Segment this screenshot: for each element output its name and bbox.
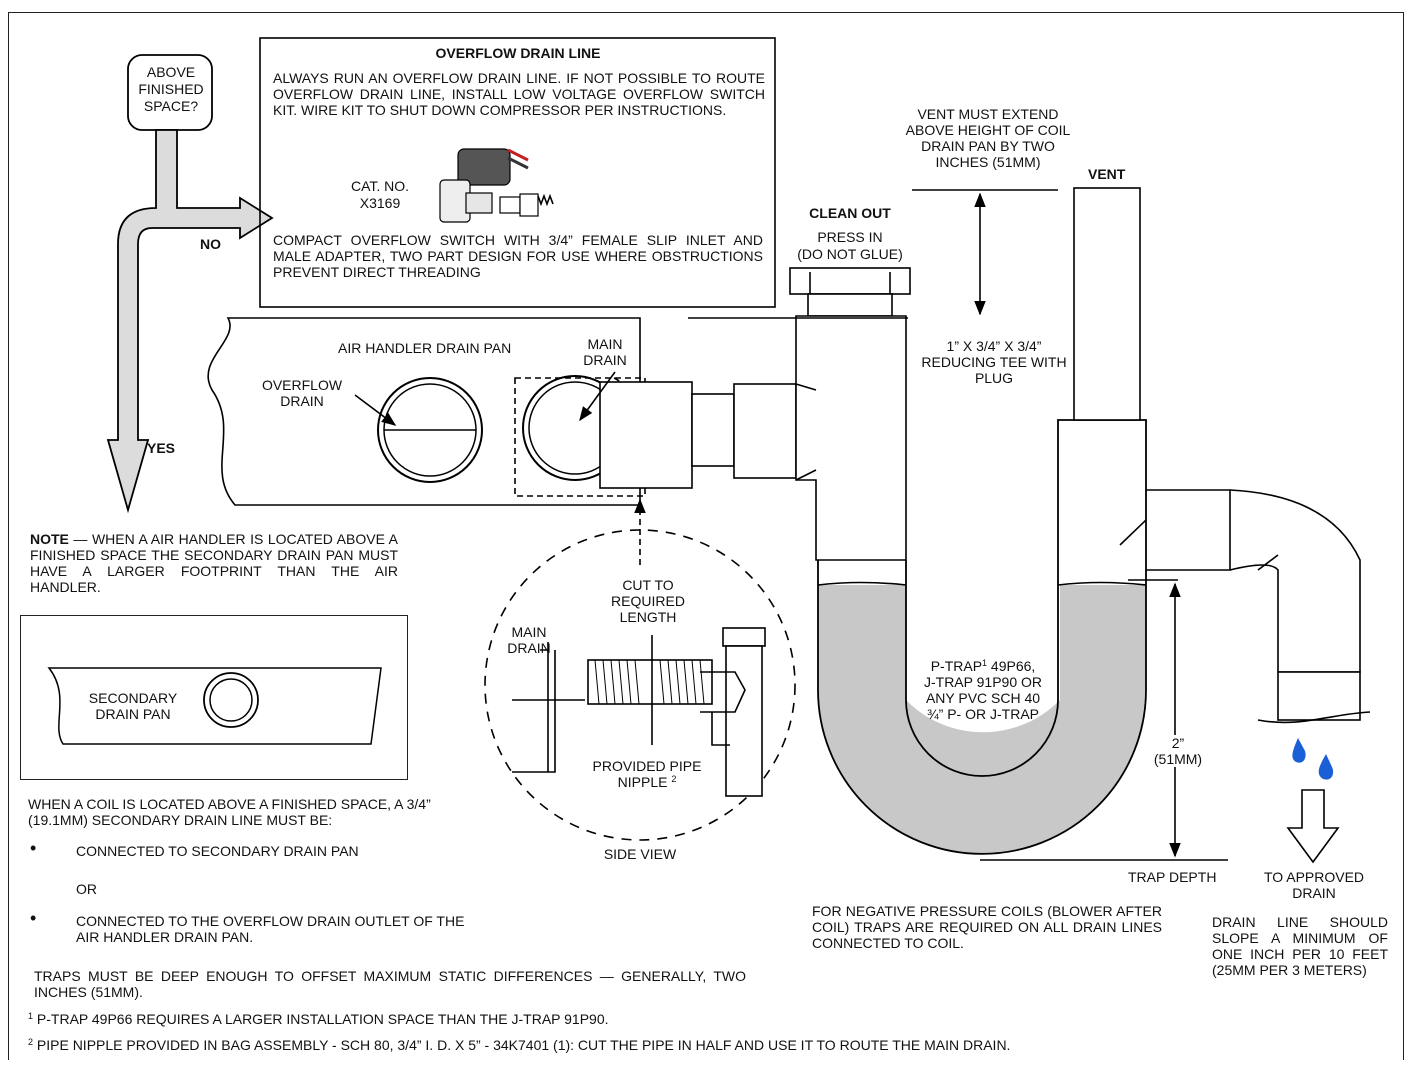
p-trap-label: P-TRAP1 49P66, J-TRAP 91P90 OR ANY PVC S… [923,658,1042,722]
vent-label: VENT [1088,166,1126,182]
two-inch-label: 2” (51MM) [1146,735,1210,767]
water-drop-1 [1292,738,1306,763]
main-drain-label: MAIN DRAIN [583,336,627,368]
outlet-elbow [1146,489,1231,571]
clean-out-label: CLEAN OUT [809,205,891,221]
reducing-tee [795,315,907,561]
reducing-tee-label: 1” X 3/4” X 3/4” REDUCING TEE WITH PLUG [921,338,1067,386]
water-drop-2 [1318,754,1334,780]
provided-nipple-label: PROVIDED PIPE NIPPLE 2 [592,758,702,790]
cut-to-length-label: CUT TO REQUIRED LENGTH [611,577,685,625]
coil-intro: WHEN A COIL IS LOCATED ABOVE A FINISHED … [28,796,431,828]
clean-out-plug [789,267,911,295]
negative-pressure-note: FOR NEGATIVE PRESSURE COILS (BLOWER AFTE… [812,903,1162,951]
or-label: OR [76,881,97,897]
secondary-pan-label: SECONDARY DRAIN PAN [88,690,178,722]
air-handler-pan-label: AIR HANDLER DRAIN PAN [338,340,512,356]
vent-note: VENT MUST EXTEND ABOVE HEIGHT OF COIL DR… [905,106,1071,170]
no-label: NO [200,236,221,252]
bullet-dot-2: • [30,908,37,928]
p-trap [817,419,1147,855]
approved-drain-arrow [1286,789,1340,864]
note-text: NOTE — WHEN A AIR HANDLER IS LOCATED ABO… [30,531,398,595]
overflow-box-body: ALWAYS RUN AN OVERFLOW DRAIN LINE. IF NO… [273,70,765,118]
do-not-glue-label: (DO NOT GLUE) [797,246,903,262]
p-trap-water [818,585,1146,854]
side-view-label: SIDE VIEW [603,846,677,862]
overflow-drain-fitting [377,377,483,483]
trap-depth-label: TRAP DEPTH [1128,869,1217,885]
vent-pipe [1073,187,1141,421]
overflow-switch-icon [439,148,554,223]
slope-note: DRAIN LINE SHOULD SLOPE A MINIMUM OF ONE… [1212,914,1388,978]
diagram-frame [8,12,1404,1060]
cat-code: X3169 [359,195,401,211]
cat-no-label: CAT. NO. [350,178,410,194]
bullet-2: CONNECTED TO THE OVERFLOW DRAIN OUTLET O… [76,913,465,945]
switch-description: COMPACT OVERFLOW SWITCH WITH 3/4” FEMALE… [273,232,763,280]
side-view-detail [484,529,796,841]
flow-arrow-yes [106,129,274,514]
overflow-box [259,37,776,308]
bullet-dot-1: • [30,838,37,858]
bullet-1: CONNECTED TO SECONDARY DRAIN PAN [76,843,359,859]
yes-label: YES [147,440,176,456]
press-in-label: PRESS IN [817,229,883,245]
to-approved-drain-label: TO APPROVED DRAIN [1263,869,1365,901]
footnote-2: 2 PIPE NIPPLE PROVIDED IN BAG ASSEMBLY -… [28,1037,1011,1053]
traps-deep-note: TRAPS MUST BE DEEP ENOUGH TO OFFSET MAXI… [34,968,746,1000]
main-drain-side-label: MAIN DRAIN [507,624,551,656]
overflow-box-title: OVERFLOW DRAIN LINE [435,45,601,61]
air-handler-pan [207,317,641,506]
main-drain-pipe [599,381,693,489]
overflow-drain-label: OVERFLOW DRAIN [261,377,343,409]
footnote-1: 1 P-TRAP 49P66 REQUIRES A LARGER INSTALL… [28,1011,609,1027]
secondary-pan-drawing [47,667,382,745]
secondary-pan-box [20,615,408,780]
decision-question: ABOVE FINISHED SPACE? [138,64,204,114]
